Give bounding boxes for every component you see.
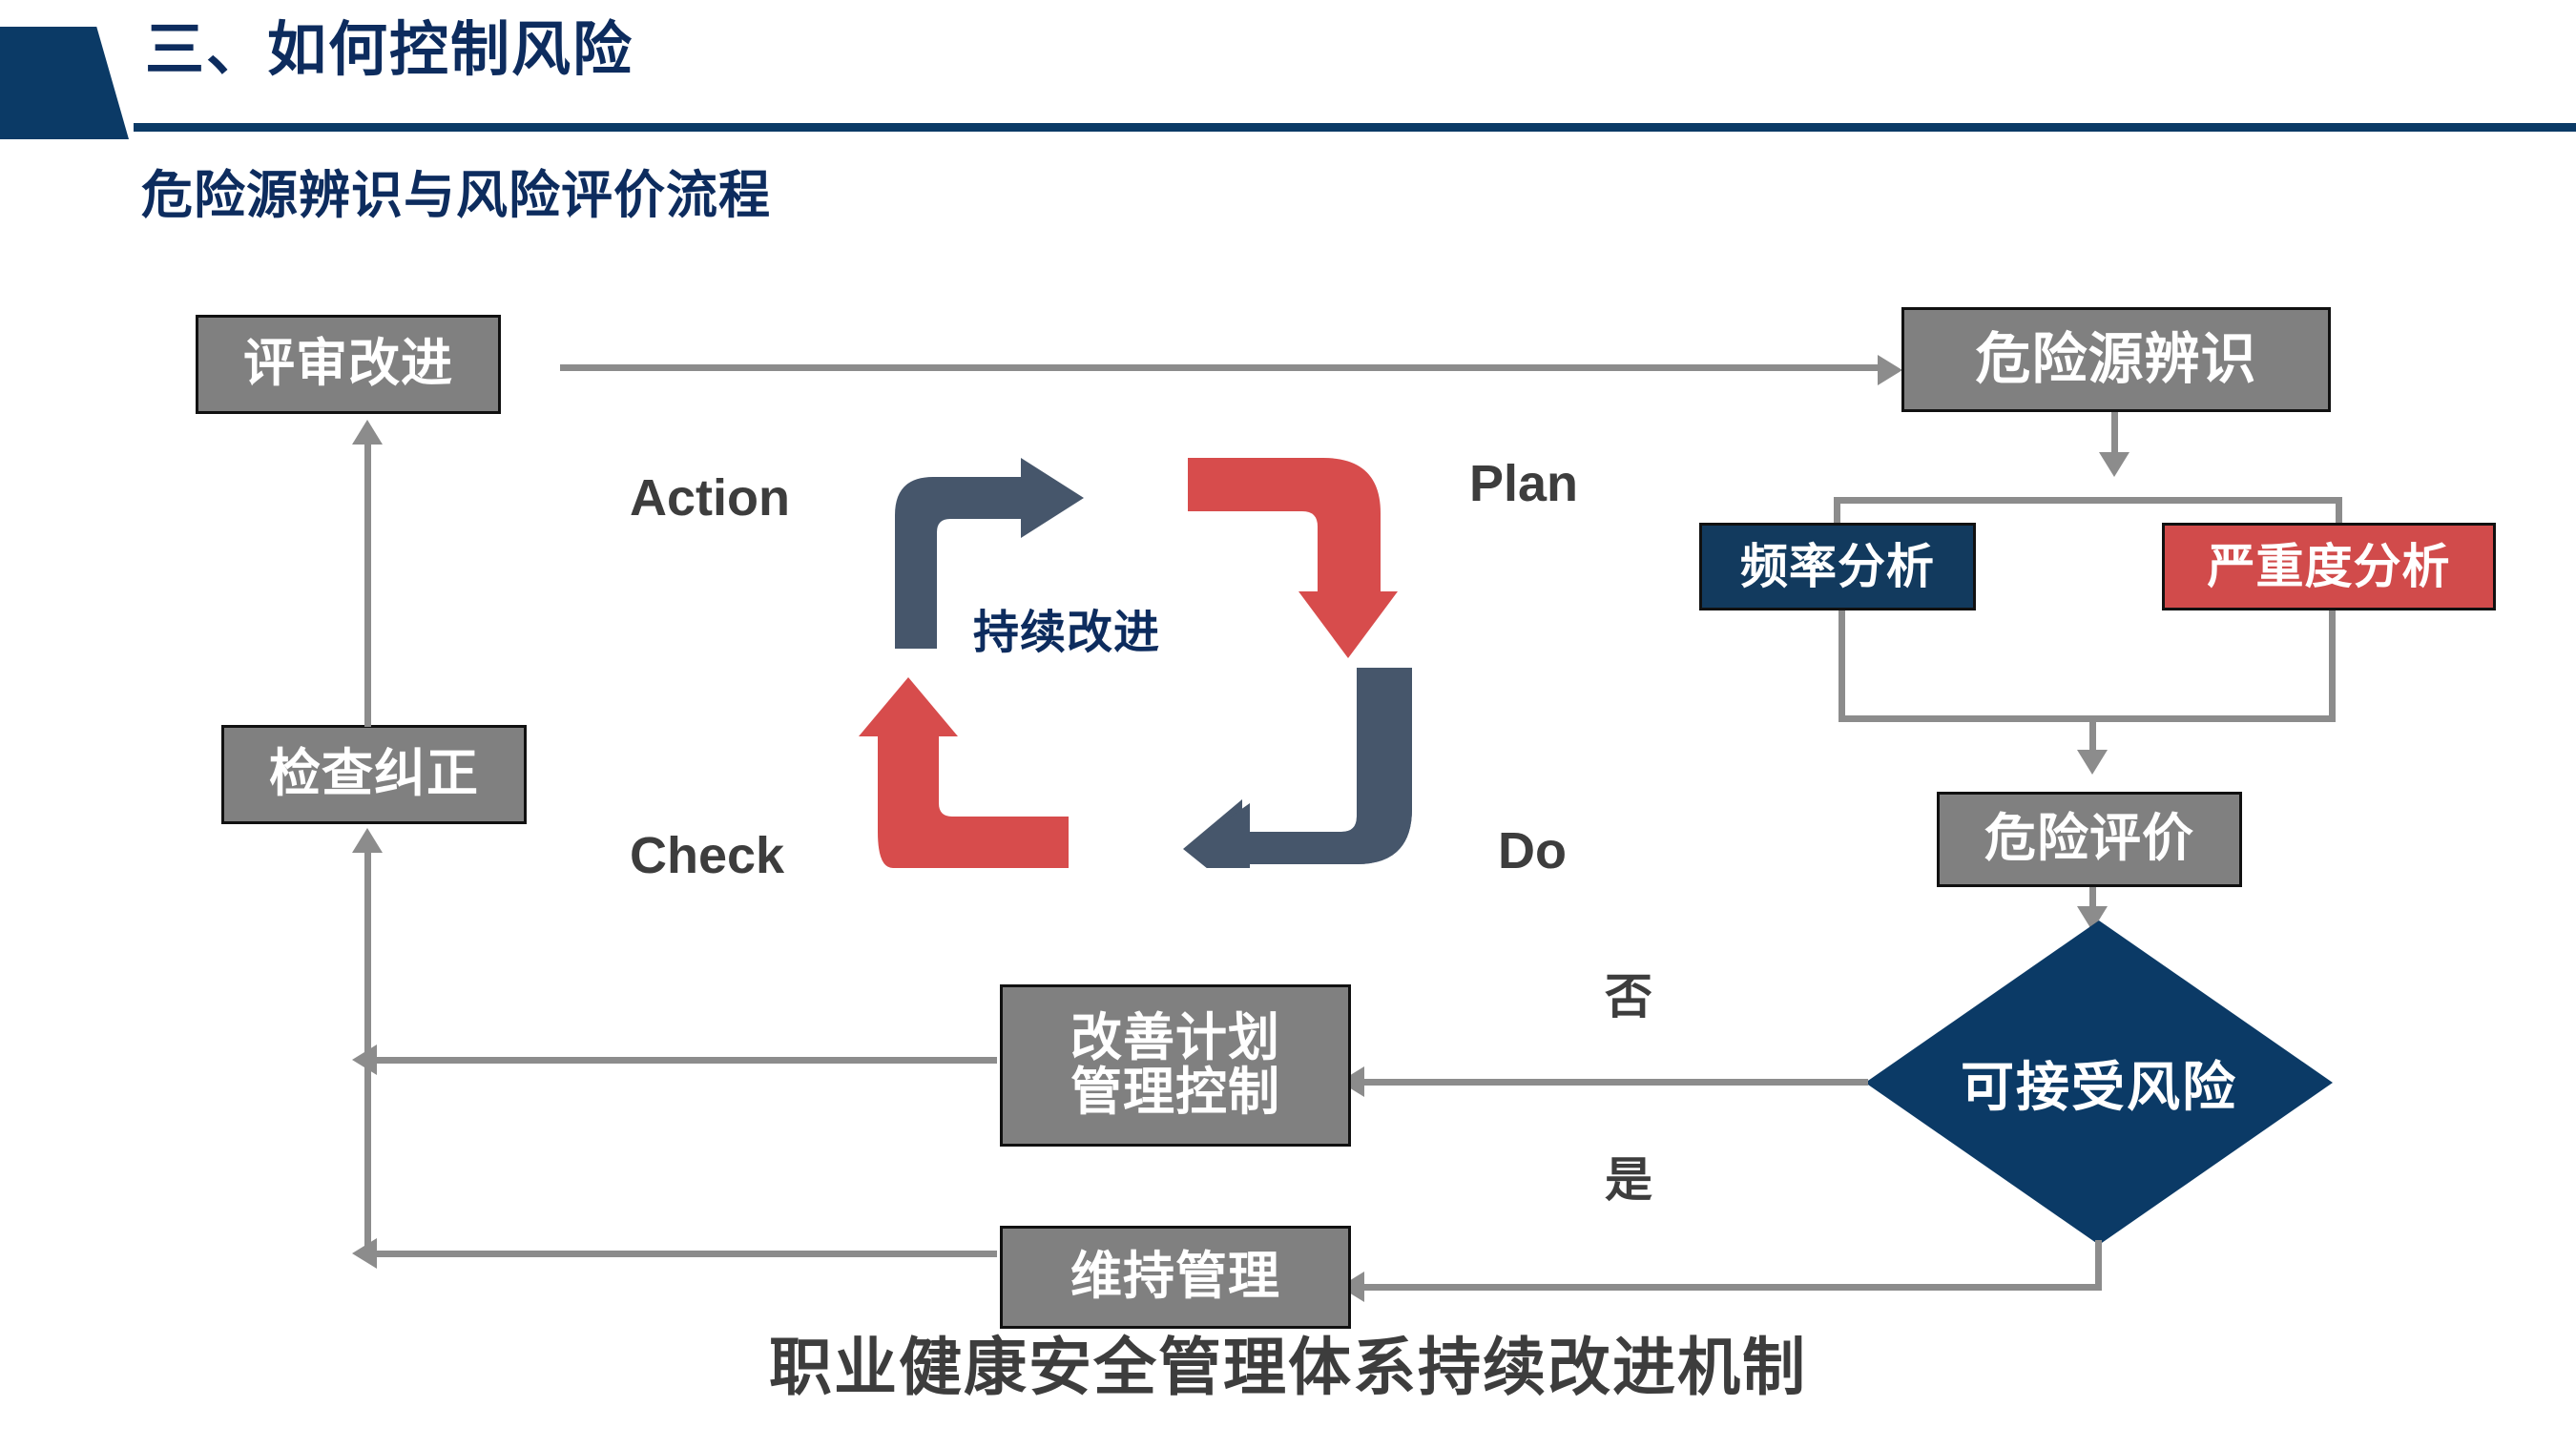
pdca-arrow-check-icon xyxy=(849,677,1069,868)
node-improvement-plan-line1: 改善计划 xyxy=(1070,1008,1280,1066)
node-acceptable-risk[interactable]: 可接受风险 xyxy=(1865,921,2333,1245)
arrowhead-check-to-review xyxy=(352,420,383,445)
header-divider-rule xyxy=(134,123,2576,132)
connector-merge-bar xyxy=(1839,715,2336,722)
arrowhead-merge-down xyxy=(2077,750,2108,775)
connector-split-right xyxy=(2336,497,2342,540)
connector-yes-branch xyxy=(1364,1284,2102,1291)
branch-label-no: 否 xyxy=(1605,970,1652,1024)
pdca-label-plan: Plan xyxy=(1469,455,1579,512)
node-improvement-plan[interactable]: 改善计划 管理控制 xyxy=(1000,984,1351,1147)
connector-maintain-to-spine xyxy=(377,1251,997,1257)
connector-hazard-down-stub xyxy=(2111,412,2118,462)
node-check-correct[interactable]: 检查纠正 xyxy=(221,725,527,824)
node-hazard-identification-label: 危险源辨识 xyxy=(1975,328,2257,391)
connector-merge-left xyxy=(1839,610,1845,715)
connector-merge-right xyxy=(2329,610,2336,715)
pdca-arrow-plan-icon xyxy=(1188,458,1398,658)
connector-review-to-hazard xyxy=(560,364,1881,371)
connector-plan-to-spine xyxy=(377,1057,997,1064)
branch-label-yes: 是 xyxy=(1605,1153,1652,1207)
header-corner-shape xyxy=(0,27,129,139)
node-acceptable-risk-label: 可接受风险 xyxy=(1961,1056,2237,1117)
arrowhead-left-spine-to-check xyxy=(352,828,383,853)
node-severity-analysis-label: 严重度分析 xyxy=(2207,539,2451,593)
connector-yes-down xyxy=(2095,1240,2102,1291)
pdca-center-label: 持续改进 xyxy=(973,608,1161,658)
pdca-label-action: Action xyxy=(630,469,790,527)
arrowhead-hazard-down-stub xyxy=(2099,452,2129,477)
connector-split-left xyxy=(1834,497,1840,540)
arrowhead-maintain-to-spine xyxy=(352,1238,377,1269)
pdca-label-check: Check xyxy=(630,827,785,884)
node-risk-evaluation[interactable]: 危险评价 xyxy=(1937,792,2242,887)
node-review-improve[interactable]: 评审改进 xyxy=(196,315,501,414)
diagram-caption: 职业健康安全管理体系持续改进机制 xyxy=(769,1332,1807,1402)
pdca-arrow-action-icon xyxy=(878,458,1088,649)
connector-no-branch xyxy=(1364,1079,1868,1086)
page-title: 三、如何控制风险 xyxy=(145,17,634,83)
node-frequency-analysis[interactable]: 频率分析 xyxy=(1699,523,1976,610)
node-maintain-management-label: 维持管理 xyxy=(1070,1248,1280,1306)
connector-check-to-review xyxy=(364,445,371,727)
node-review-improve-label: 评审改进 xyxy=(243,335,453,393)
arrowhead-plan-to-spine xyxy=(352,1045,377,1075)
connector-merge-down xyxy=(2089,715,2096,757)
node-check-correct-label: 检查纠正 xyxy=(269,745,479,803)
node-frequency-analysis-label: 频率分析 xyxy=(1740,539,1935,593)
node-severity-analysis[interactable]: 严重度分析 xyxy=(2162,523,2496,610)
node-hazard-identification[interactable]: 危险源辨识 xyxy=(1901,307,2331,412)
node-improvement-plan-line2: 管理控制 xyxy=(1070,1064,1280,1121)
connector-split-bar xyxy=(1834,497,2342,504)
node-risk-evaluation-label: 危险评价 xyxy=(1984,810,2194,868)
arrowhead-review-to-hazard xyxy=(1878,355,1902,385)
node-maintain-management[interactable]: 维持管理 xyxy=(1000,1226,1351,1329)
pdca-label-do: Do xyxy=(1498,822,1567,879)
page-subtitle: 危险源辨识与风险评价流程 xyxy=(141,167,771,224)
pdca-arrow-do-icon xyxy=(1183,668,1412,868)
